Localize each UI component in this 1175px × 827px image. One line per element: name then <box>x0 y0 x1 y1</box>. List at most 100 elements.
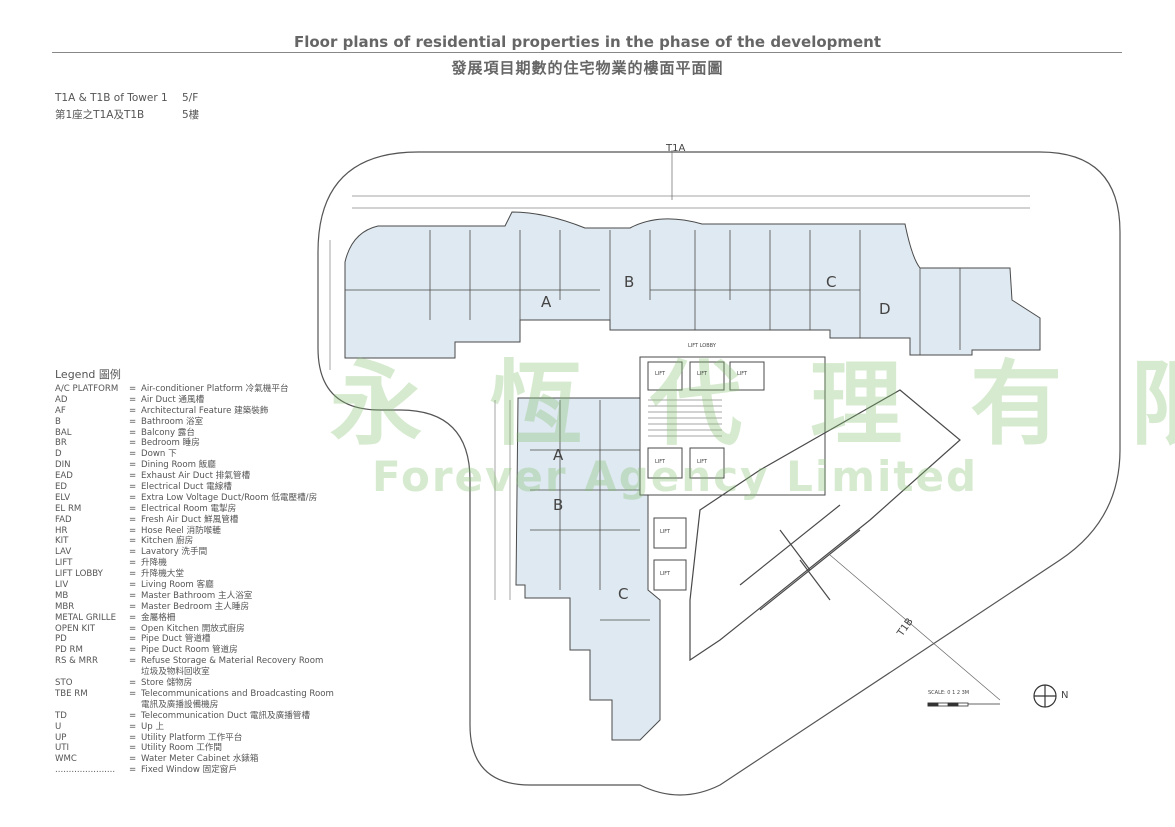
lift-label: LIFT <box>697 459 708 465</box>
pump-room-corridor <box>689 389 961 662</box>
legend-abbr: MBR <box>55 601 75 612</box>
watermark-english: Forever Agency Limited <box>372 452 979 501</box>
legend-abbr: ...................... <box>55 765 116 776</box>
lift-label: LIFT <box>697 371 708 377</box>
t1a-block <box>344 211 1041 359</box>
lift-label: LIFT <box>655 459 666 465</box>
legend-abbr: AF <box>55 405 66 416</box>
legend-desc: Air Duct 通風槽 <box>141 394 205 405</box>
legend-desc: Open Kitchen 開放式廚房 <box>141 623 245 634</box>
subtitle-line-1: T1A & T1B of Tower 1 5/F <box>55 92 198 104</box>
legend-abbr: A/C PLATFORM <box>55 384 119 394</box>
watermark-chinese: 永 恆 代 理 有 限 公 司 <box>330 351 1175 458</box>
legend-title: Legend 圖例 <box>55 368 121 381</box>
legend-abbr: BAL <box>55 427 72 438</box>
legend-desc: Air-conditioner Platform 冷氣機平台 <box>141 384 289 394</box>
tower-label-t1a: T1A <box>666 143 686 154</box>
legend-desc: Master Bathroom 主人浴室 <box>141 590 253 601</box>
legend-abbr: UTI <box>55 743 70 754</box>
legend-desc: Exhaust Air Duct 排氣管槽 <box>141 471 251 482</box>
legend-desc: Electrical Duct 電線槽 <box>141 482 232 493</box>
legend-desc: Fresh Air Duct 鮮風管槽 <box>141 514 239 525</box>
legend-desc: 升降機大堂 <box>141 569 184 580</box>
unit-label-t1a-c: C <box>826 273 837 291</box>
legend-desc: Kitchen 廚房 <box>141 536 194 547</box>
subtitle-line-2: 第1座之T1A及T1B 5樓 <box>55 107 199 122</box>
north-label: N <box>1061 690 1069 701</box>
stair-hatching <box>648 399 722 437</box>
legend-abbr: LIFT <box>55 558 73 569</box>
legend-abbr: OPEN KIT <box>55 623 95 634</box>
legend-abbr: FAD <box>55 514 72 525</box>
legend-desc: Electrical Room 電掣房 <box>141 503 237 514</box>
legend-desc: 升降機 <box>141 558 167 569</box>
legend-abbr: LIFT LOBBY <box>55 569 103 580</box>
floor-level-en: 5/F <box>182 92 199 104</box>
legend-desc: Pipe Duct 管道槽 <box>141 634 211 645</box>
legend-desc: Up 上 <box>141 721 165 732</box>
lift-label: LIFT <box>660 529 671 535</box>
tower-boundaries <box>671 150 1001 701</box>
legend-abbr: MB <box>55 590 69 601</box>
title-divider <box>52 52 1122 53</box>
legend-desc: Fixed Window 固定窗戶 <box>141 765 237 776</box>
unit-label-t1a-a: A <box>541 293 552 311</box>
scale-label: SCALE: 0 1 2 3M <box>928 690 970 696</box>
title-english: Floor plans of residential properties in… <box>293 33 882 51</box>
legend-abbr: LIV <box>55 580 69 591</box>
legend-abbr: PD <box>55 634 67 645</box>
legend-desc: 金屬格柵 <box>141 612 176 623</box>
legend-abbr: ED <box>55 482 68 493</box>
legend-abbr: TD <box>55 710 67 721</box>
legend-abbr: TBE RM <box>55 688 88 699</box>
tower-floors-zh: 第1座之T1A及T1B <box>55 109 145 121</box>
lift-label: LIFT <box>655 371 666 377</box>
partition-lines <box>345 230 961 621</box>
unit-label-t1b-b: B <box>553 496 564 514</box>
title-chinese: 發展項目期數的住宅物業的樓面平面圖 <box>451 59 724 77</box>
legend-desc: Utility Platform 工作平台 <box>141 732 243 743</box>
core-area <box>639 356 826 591</box>
legend-abbr: STO <box>55 678 73 689</box>
legend-abbr: AD <box>55 394 68 405</box>
legend-desc-2: 電訊及廣播設備機房 <box>141 699 219 710</box>
legend-desc: Hose Reel 消防喉轆 <box>141 525 221 536</box>
legend-desc: Architectural Feature 建築裝飾 <box>141 405 269 416</box>
legend-abbr: EAD <box>55 471 73 482</box>
legend-desc: Down 下 <box>141 449 177 460</box>
unit-label-t1b-a: A <box>553 446 564 464</box>
lift-label: LIFT <box>737 371 748 377</box>
legend-abbr: WMC <box>55 754 77 765</box>
legend-desc: Balcony 露台 <box>141 427 195 438</box>
legend-abbr: EL RM <box>55 503 82 514</box>
tower-floors-en: T1A & T1B of Tower 1 <box>55 92 168 104</box>
unit-label-t1a-b: B <box>624 273 635 291</box>
legend-desc: Master Bedroom 主人睡房 <box>141 601 250 612</box>
legend-abbr: KIT <box>55 536 69 547</box>
legend-desc: Living Room 客廳 <box>141 580 214 591</box>
legend-abbr: UP <box>55 732 67 743</box>
legend-abbr: DIN <box>55 460 71 471</box>
legend-abbr: RS & MRR <box>55 656 98 667</box>
unit-label-t1b-c: C <box>618 585 629 603</box>
legend-abbr: HR <box>55 525 68 536</box>
legend-desc: Lavatory 洗手間 <box>141 547 208 558</box>
legend-desc: Store 儲物房 <box>141 678 193 689</box>
lift-label: LIFT <box>660 571 671 577</box>
legend-desc: Utility Room 工作間 <box>141 743 222 754</box>
lift-lobby-label: LIFT LOBBY <box>688 343 716 349</box>
legend-desc: Water Meter Cabinet 水錶箱 <box>141 754 259 765</box>
legend-abbr: ELV <box>55 492 71 503</box>
legend-desc: Extra Low Voltage Duct/Room 低電壓槽/房 <box>141 492 318 503</box>
legend-desc: Refuse Storage & Material Recovery Room <box>141 656 324 667</box>
north-symbol-circle <box>1033 684 1057 708</box>
legend-desc: Dining Room 飯廳 <box>141 460 216 471</box>
legend-abbr: METAL GRILLE <box>55 612 116 623</box>
legend-desc: Pipe Duct Room 管道房 <box>141 645 238 656</box>
dimension-lines <box>329 195 1030 600</box>
scale-bar <box>927 702 1000 707</box>
unit-label-t1a-d: D <box>879 300 891 318</box>
legend-desc: Telecommunications and Broadcasting Room <box>141 688 334 699</box>
legend-abbr: PD RM <box>55 645 83 656</box>
